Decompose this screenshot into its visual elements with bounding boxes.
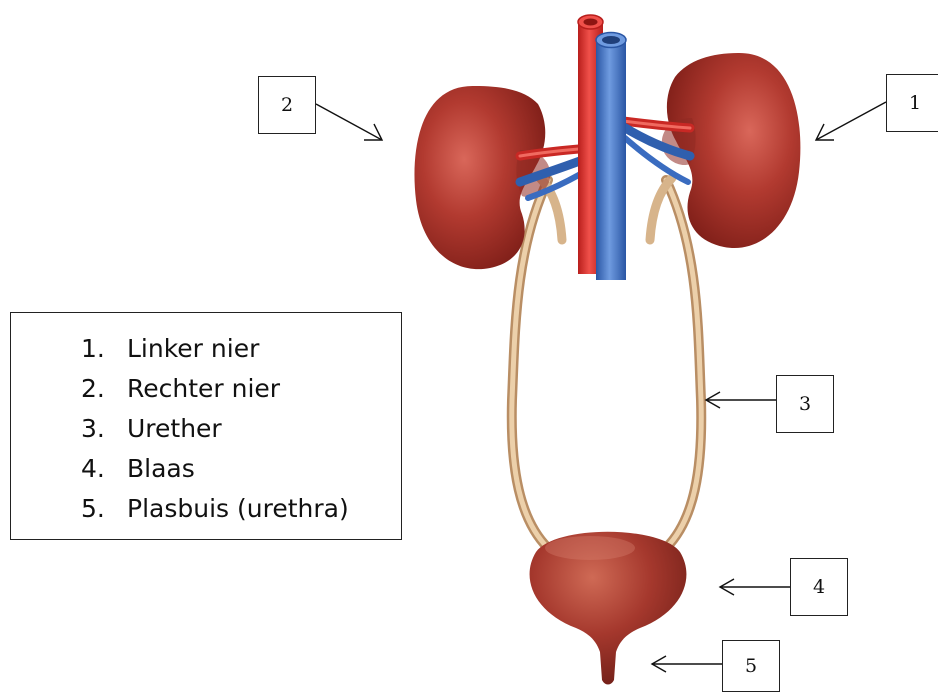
legend-number: 1. <box>81 329 127 369</box>
arrow-2 <box>316 104 382 140</box>
legend-label: Plasbuis (urethra) <box>127 494 349 523</box>
legend-label: Blaas <box>127 454 195 483</box>
legend-number: 4. <box>81 449 127 489</box>
callout-box-1: 1 <box>886 74 938 132</box>
legend-item: 5.Plasbuis (urethra) <box>81 489 349 529</box>
callout-box-2: 2 <box>258 76 316 134</box>
callout-box-3: 3 <box>776 375 834 433</box>
legend-number: 3. <box>81 409 127 449</box>
ureter-right <box>650 178 701 548</box>
vena-cava <box>596 33 626 281</box>
legend-item: 2.Rechter nier <box>81 369 349 409</box>
legend-number: 5. <box>81 489 127 529</box>
legend-item: 3.Urether <box>81 409 349 449</box>
legend-label: Urether <box>127 414 222 443</box>
legend-box: 1.Linker nier 2.Rechter nier 3.Urether 4… <box>10 312 402 540</box>
arrow-3 <box>706 392 776 408</box>
legend-number: 2. <box>81 369 127 409</box>
legend-label: Linker nier <box>127 334 259 363</box>
arrow-5 <box>652 656 722 672</box>
legend-item: 1.Linker nier <box>81 329 349 369</box>
callout-box-5: 5 <box>722 640 780 692</box>
arrow-4 <box>720 579 790 595</box>
bladder <box>530 532 687 685</box>
legend-label: Rechter nier <box>127 374 280 403</box>
arrow-1 <box>816 102 886 140</box>
callout-box-4: 4 <box>790 558 848 616</box>
legend-item: 4.Blaas <box>81 449 349 489</box>
legend-list: 1.Linker nier 2.Rechter nier 3.Urether 4… <box>81 329 349 529</box>
